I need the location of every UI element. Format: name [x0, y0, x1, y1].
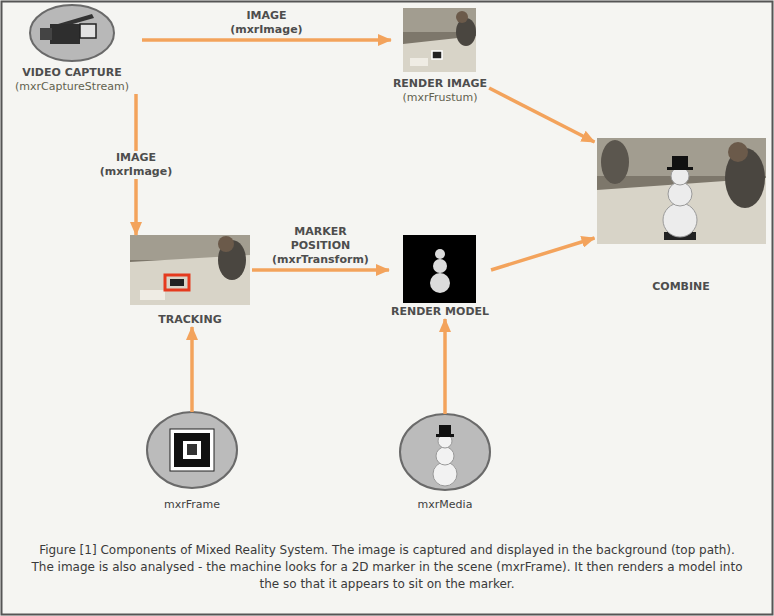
photo-ground [403, 8, 476, 72]
photo-ground [130, 235, 250, 305]
flow-arrow [443, 319, 447, 414]
marker-icon [147, 412, 237, 488]
node-label: COMBINE [595, 280, 768, 294]
node-class-name: (mxrCaptureStream) [2, 80, 142, 94]
connector-label: IMAGE (mxrImage) [227, 9, 305, 37]
render-image-photo [403, 8, 476, 72]
photo-head [456, 11, 468, 23]
node-label: mxrMedia [398, 498, 492, 512]
snowman-body [433, 259, 447, 273]
marker-border [170, 429, 214, 471]
snowman-head [435, 249, 445, 259]
figure-caption: Figure [1] Components of Mixed Reality S… [28, 542, 746, 593]
photo-head [728, 142, 748, 162]
flow-arrow [252, 268, 389, 272]
camera-screen [80, 24, 96, 38]
snowman-body [433, 462, 457, 486]
camera-icon [30, 5, 114, 61]
snowman-hat-brim [667, 167, 693, 170]
photo-paper [140, 290, 165, 300]
combine-node: COMBINE [595, 138, 768, 294]
flow-arrow [190, 327, 194, 412]
marker-inner [183, 441, 201, 459]
tracking-node: TRACKING [128, 235, 252, 327]
snowman-body [663, 203, 697, 237]
connector-label: MARKER POSITION (mxrTransform) [269, 225, 372, 267]
snowman-hat-brim [436, 434, 454, 437]
node-label: mxrFrame [145, 498, 239, 512]
snowman-body [436, 447, 454, 465]
tracking-highlight [165, 275, 189, 290]
connector-label: IMAGE (mxrImage) [97, 151, 175, 179]
node-label: RENDER MODEL [389, 305, 491, 319]
render-model-picture [403, 235, 476, 303]
camera-lens [40, 28, 52, 40]
render-model-node: RENDER MODEL [389, 235, 491, 319]
photo-marker [170, 279, 184, 286]
photo-person [456, 18, 476, 46]
node-label: VIDEO CAPTURE [2, 66, 142, 80]
media-node: mxrMedia [398, 414, 492, 512]
camera-body [50, 24, 80, 44]
tracking-photo [130, 235, 250, 305]
marker-frame-node: mxrFrame [145, 412, 239, 512]
photo-paper [410, 58, 428, 66]
marker-glyph [187, 444, 197, 455]
photo-ground [597, 138, 766, 244]
video-capture-node: VIDEO CAPTURE(mxrCaptureStream) [2, 5, 142, 94]
icon-ellipse [147, 412, 237, 488]
icon-ellipse [30, 5, 114, 61]
snowman-hat [439, 425, 451, 435]
marker-square [174, 433, 210, 467]
snowman-body [668, 182, 692, 206]
flow-arrow [491, 238, 594, 270]
photo-head [218, 236, 234, 252]
render-image-node: RENDER IMAGE(mxrFrustum) [391, 8, 489, 105]
combine-photo [597, 138, 766, 244]
render-ground [403, 235, 476, 303]
flow-arrow [489, 88, 594, 142]
flow-arrow [142, 38, 391, 42]
node-label: RENDER IMAGE [391, 77, 489, 91]
media-icon [400, 414, 490, 490]
node-class-name: (mxrFrustum) [391, 91, 489, 105]
node-label: TRACKING [128, 313, 252, 327]
icon-ellipse [400, 414, 490, 490]
photo-person [601, 140, 629, 184]
snowman-body [430, 273, 450, 293]
photo-marker [432, 51, 442, 59]
